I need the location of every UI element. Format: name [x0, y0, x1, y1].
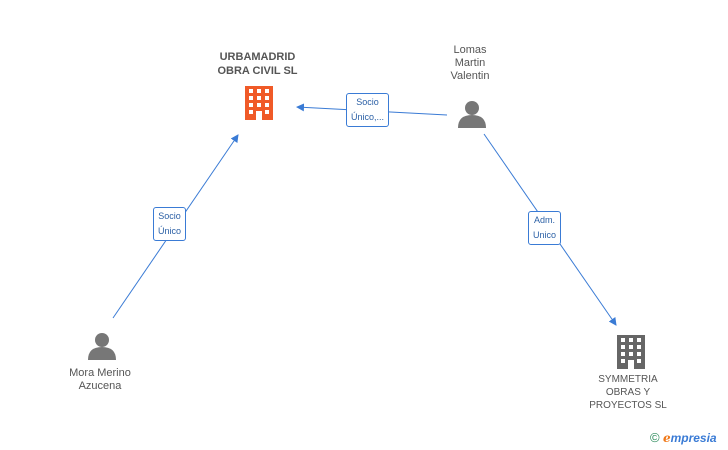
edge-label-line: Socio	[158, 211, 181, 221]
node-label-line: SYMMETRIA	[598, 374, 658, 385]
node-label-symmetria[interactable]: SYMMETRIA OBRAS Y PROYECTOS SL	[578, 373, 678, 412]
node-label-line: PROYECTOS SL	[589, 400, 667, 411]
edge-label-mora-urbamadrid[interactable]: Socio Único	[153, 207, 187, 241]
node-label-line: Martin	[454, 57, 486, 69]
edge-label-lomas-symmetria[interactable]: Adm. Unico	[528, 211, 562, 245]
node-label-line: Mora Merino	[69, 367, 131, 379]
person-icon	[88, 333, 116, 360]
node-label-line: Valentin	[450, 70, 490, 82]
node-label-line: URBAMADRID	[219, 51, 296, 63]
edge-label-line: Único,...	[351, 112, 385, 122]
empresia-logo[interactable]: © empresia	[650, 430, 717, 445]
node-label-line: Lomas	[453, 44, 487, 56]
node-label-line: OBRAS Y	[605, 387, 651, 398]
edge-label-line: Unico	[533, 230, 557, 240]
edge-label-lomas-urbamadrid[interactable]: Socio Único,...	[346, 93, 390, 127]
edge-label-line: Único	[158, 226, 182, 236]
brand-e: e	[662, 431, 671, 445]
edge-label-line: Adm.	[534, 215, 556, 225]
brand-name: mpresia	[670, 431, 717, 445]
building-icon	[245, 86, 273, 120]
node-label-line: Azucena	[78, 380, 122, 392]
person-icon	[458, 101, 486, 128]
node-label-mora[interactable]: Mora Merino Azucena	[55, 367, 145, 393]
node-label-line: OBRA CIVIL SL	[217, 65, 298, 77]
node-label-lomas[interactable]: Lomas Martin Valentin	[430, 44, 510, 83]
edge-label-line: Socio	[356, 97, 379, 107]
node-label-urbamadrid[interactable]: URBAMADRID OBRA CIVIL SL	[200, 50, 315, 78]
copyright-symbol: ©	[650, 430, 660, 445]
building-icon	[617, 335, 645, 369]
